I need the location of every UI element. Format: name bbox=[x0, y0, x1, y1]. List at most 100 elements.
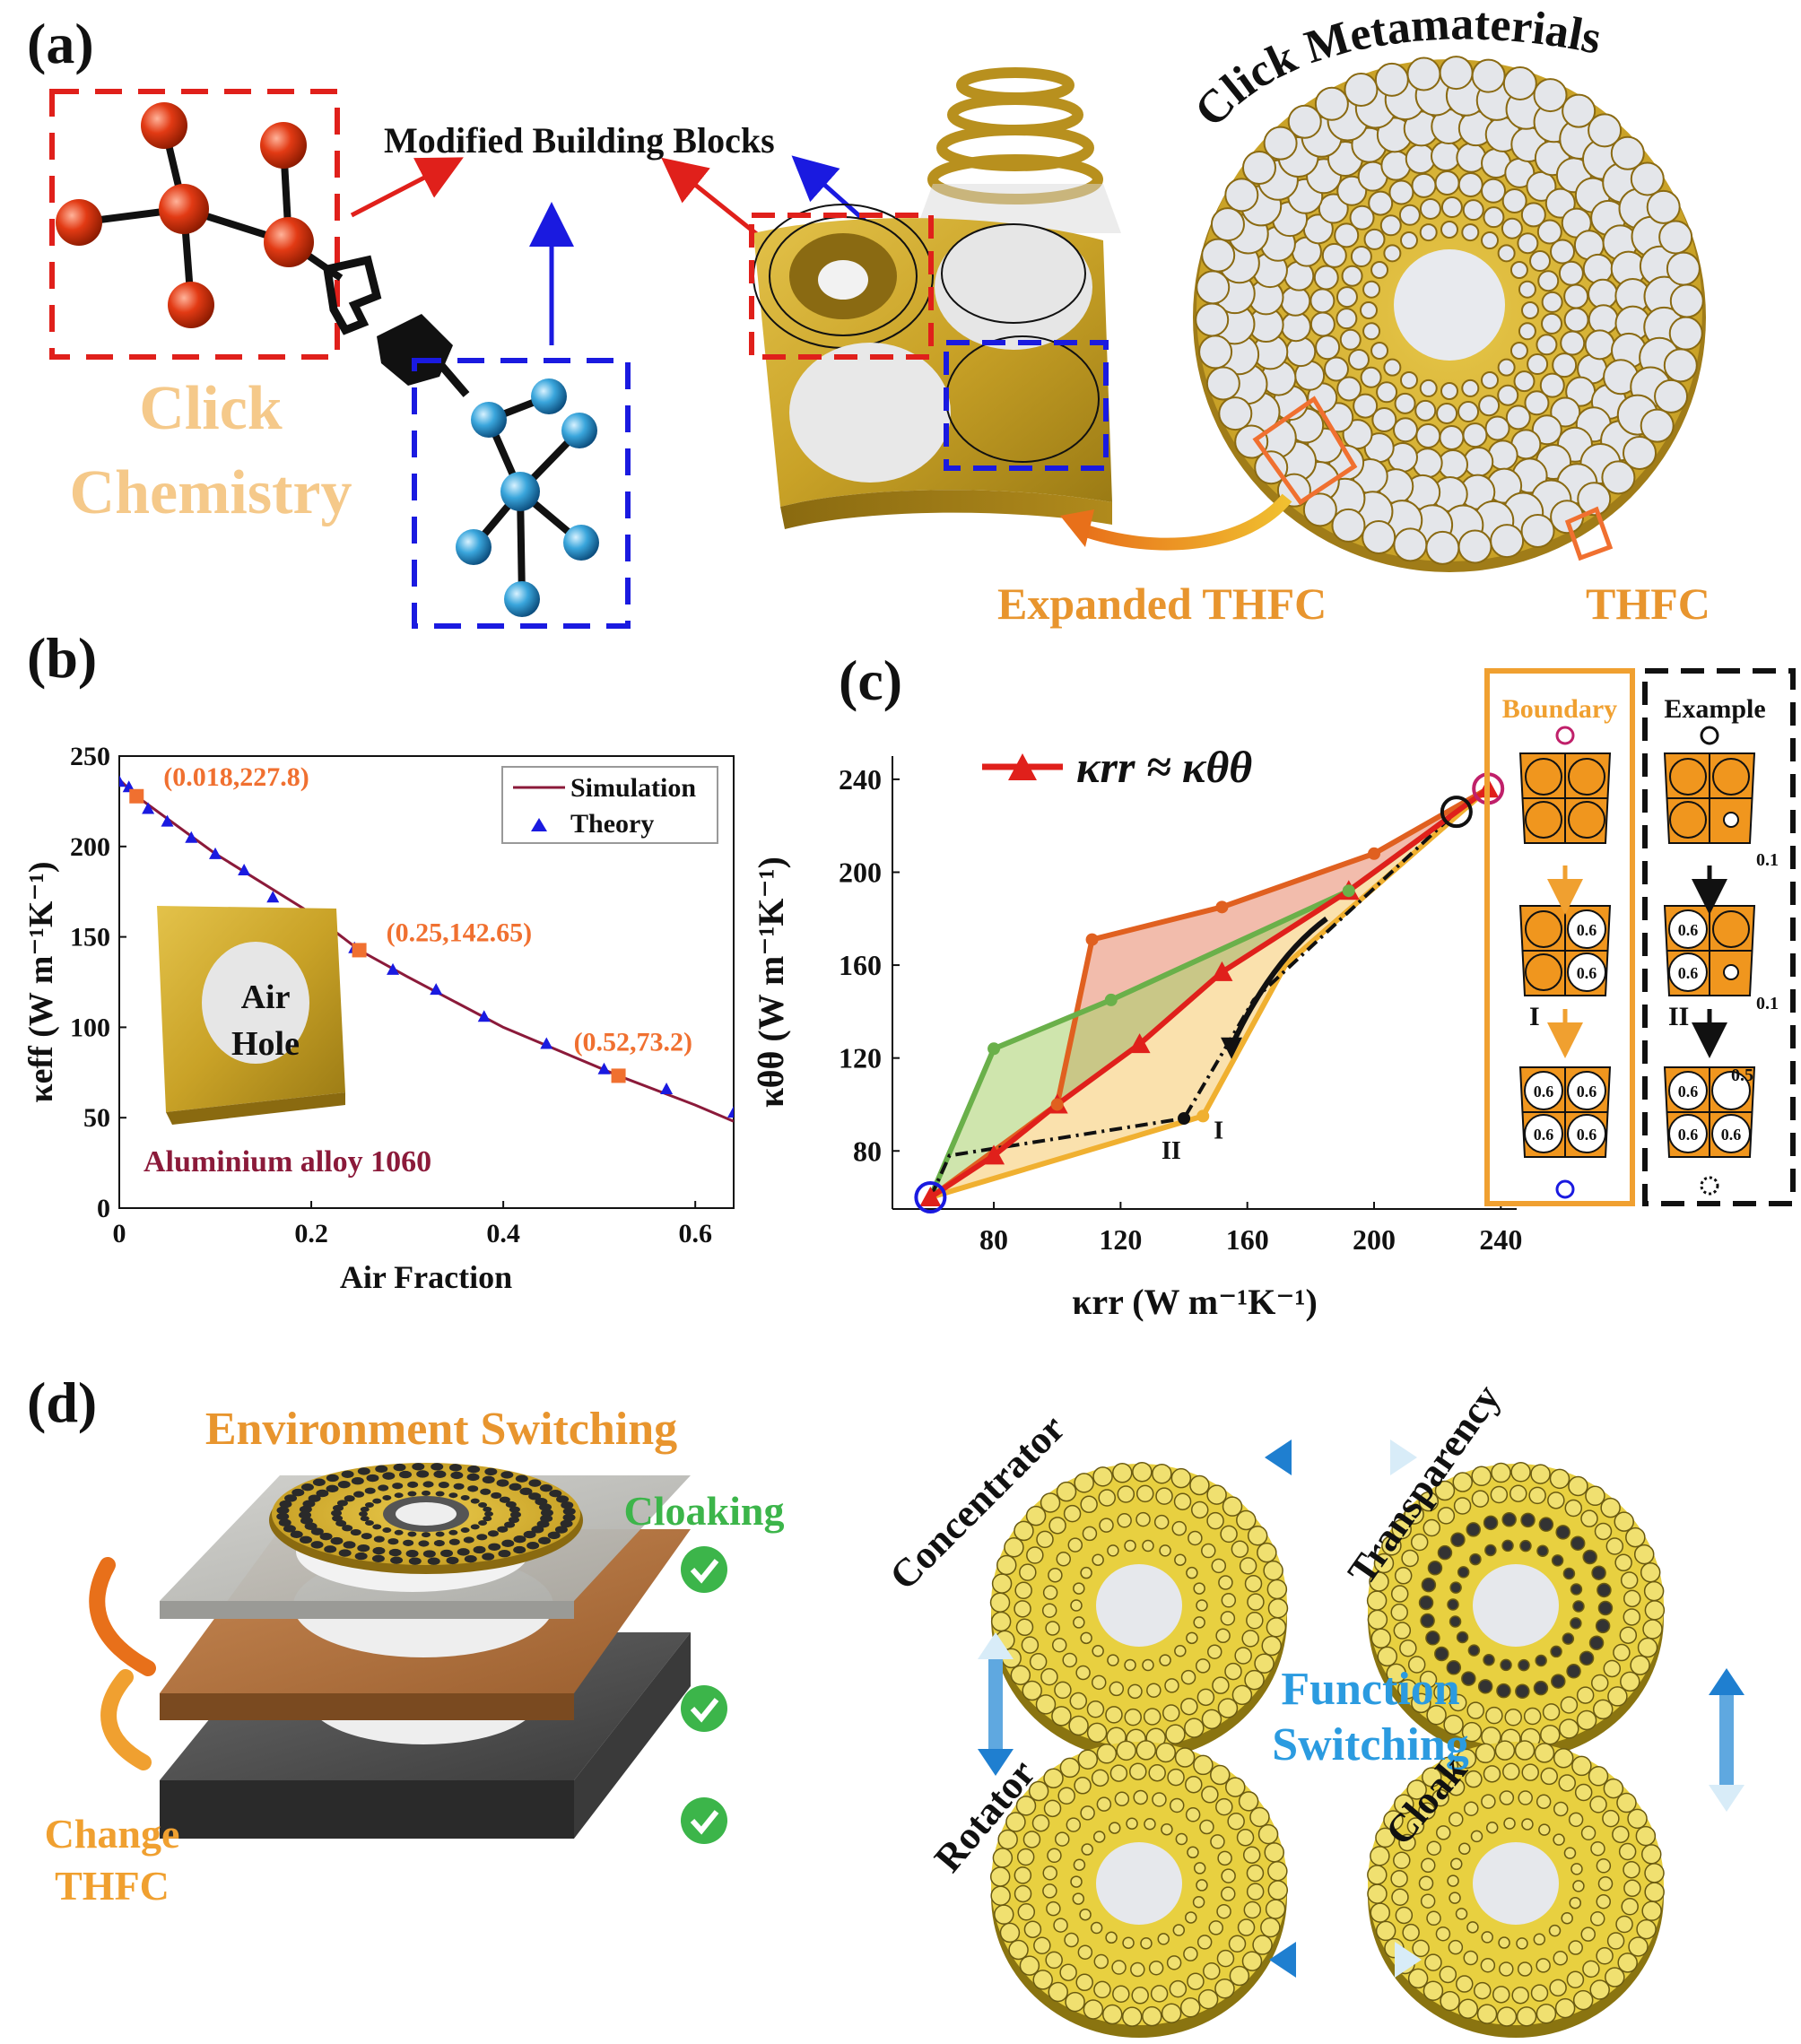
func-disk-cell bbox=[1187, 1972, 1205, 1990]
func-disk-cell bbox=[1017, 1903, 1036, 1921]
func-disk-cell bbox=[1404, 1504, 1424, 1525]
small-disk-hole bbox=[498, 1550, 511, 1558]
func-disk-cell bbox=[1635, 1825, 1657, 1847]
disk-hole bbox=[1383, 244, 1402, 263]
kappa-equal-marker bbox=[919, 1187, 942, 1207]
func-disk-cell bbox=[1490, 1485, 1509, 1504]
boundary-title: Boundary bbox=[1502, 694, 1617, 724]
disk-hole bbox=[1623, 435, 1657, 470]
func-disk-cell bbox=[1377, 1646, 1398, 1667]
small-disk-hole bbox=[453, 1483, 465, 1490]
cell-hole bbox=[1712, 758, 1750, 796]
disk-hole bbox=[1563, 307, 1589, 333]
func-disk-cell bbox=[1057, 1787, 1075, 1805]
func-disk-cell bbox=[1092, 1645, 1104, 1657]
highlight-point bbox=[129, 788, 144, 804]
expanded-thfc-block bbox=[749, 204, 1112, 529]
c-xtick-label: 120 bbox=[1099, 1223, 1142, 1256]
func-disk-cell bbox=[1140, 1937, 1153, 1950]
small-disk-hole bbox=[393, 1463, 406, 1472]
func-disk-cell bbox=[1597, 1582, 1612, 1598]
func-disk-cell bbox=[1068, 1715, 1089, 1736]
cell-hole bbox=[1712, 910, 1750, 948]
dashed-marker bbox=[1178, 1112, 1191, 1125]
func-disk-cell bbox=[1099, 1518, 1114, 1533]
green-marker bbox=[1104, 993, 1118, 1006]
disk-hole bbox=[1601, 460, 1636, 495]
panel-label-d: (d) bbox=[27, 1370, 97, 1434]
small-disk-hole bbox=[360, 1506, 370, 1512]
func-disk-cell bbox=[1496, 2006, 1518, 2027]
cell-hole bbox=[1525, 953, 1562, 991]
small-disk-hole bbox=[357, 1467, 370, 1475]
example-small-1: 0.1 bbox=[1756, 850, 1779, 870]
func-disk-cell bbox=[1143, 1708, 1162, 1726]
func-disk-cell bbox=[1449, 1615, 1462, 1628]
func-disk-cell bbox=[1470, 1830, 1483, 1843]
small-disk-hole bbox=[460, 1494, 470, 1500]
disk-hole bbox=[1419, 197, 1441, 220]
func-disk-cell bbox=[1579, 1650, 1595, 1666]
func-disk-cell bbox=[1447, 1874, 1459, 1887]
disk-hole bbox=[1415, 423, 1441, 449]
func-disk-cell bbox=[1126, 1817, 1138, 1830]
concentrator-disk bbox=[989, 1461, 1289, 1760]
disk-hole bbox=[1347, 348, 1370, 370]
func-disk-cell bbox=[1603, 1659, 1622, 1678]
transparency-disk bbox=[1366, 1462, 1666, 1760]
disk-hole bbox=[1478, 395, 1501, 417]
check-icon bbox=[681, 1685, 727, 1732]
theory-point bbox=[142, 802, 155, 814]
func-disk-cell bbox=[1469, 1553, 1482, 1566]
disk-hole bbox=[1483, 206, 1505, 229]
func-disk-cell bbox=[1606, 1932, 1625, 1950]
func-disk-cell bbox=[1465, 1770, 1483, 1788]
func-disk-cell bbox=[1196, 1879, 1208, 1892]
func-disk-cell bbox=[1171, 1520, 1188, 1536]
disk-hole bbox=[1462, 199, 1484, 222]
func-disk-cell bbox=[999, 1922, 1021, 1944]
func-disk-cell bbox=[1618, 1842, 1637, 1861]
disk-hole bbox=[1497, 358, 1516, 377]
disk-hole bbox=[1315, 335, 1341, 361]
cell-hole bbox=[1525, 758, 1562, 796]
func-disk-cell bbox=[1449, 1581, 1462, 1594]
func-disk-cell bbox=[1069, 1692, 1088, 1710]
disk-hole bbox=[1195, 302, 1230, 337]
func-disk-cell bbox=[1576, 1709, 1597, 1731]
small-disk-hole bbox=[540, 1509, 553, 1517]
cell-hole-label: 0.6 bbox=[1678, 1126, 1699, 1144]
func-disk-cell bbox=[1502, 1762, 1520, 1781]
func-disk-cell bbox=[1466, 1701, 1484, 1719]
func-disk-cell bbox=[1107, 1544, 1119, 1557]
theory-point bbox=[477, 1010, 491, 1022]
func-disk-cell bbox=[1005, 1812, 1026, 1832]
func-disk-cell bbox=[1406, 1817, 1425, 1835]
blue-dashed-box bbox=[412, 358, 631, 629]
func-disk-cell bbox=[1170, 1467, 1192, 1489]
func-disk-cell bbox=[1617, 1953, 1638, 1973]
func-disk-cell bbox=[1406, 1779, 1427, 1800]
ring-stack-icon bbox=[927, 67, 1103, 204]
disk-hole bbox=[1481, 178, 1507, 204]
func-disk-cell bbox=[1449, 1857, 1463, 1871]
disk-hole bbox=[1658, 220, 1693, 255]
cell-hole-label: 0.6 bbox=[1534, 1126, 1554, 1144]
func-disk-cell bbox=[1422, 1767, 1442, 1787]
disk-hole bbox=[1541, 312, 1563, 335]
func-disk-cell bbox=[1367, 1865, 1388, 1885]
func-disk-cell bbox=[1010, 1665, 1031, 1685]
func-disk-cell bbox=[1070, 1875, 1083, 1888]
disk-hole bbox=[1537, 270, 1560, 292]
small-disk-hole bbox=[353, 1491, 365, 1498]
small-disk-hole bbox=[536, 1520, 550, 1528]
func-disk-cell bbox=[1538, 1517, 1554, 1532]
small-disk-hole bbox=[528, 1479, 542, 1487]
func-disk-cell bbox=[1148, 1763, 1166, 1782]
func-disk-cell bbox=[1566, 1970, 1585, 1989]
func-disk-cell bbox=[1109, 1681, 1125, 1697]
b-ytick-label: 150 bbox=[70, 923, 110, 952]
func-disk-cell bbox=[1124, 1708, 1142, 1727]
func-disk-cell bbox=[1019, 1955, 1040, 1976]
